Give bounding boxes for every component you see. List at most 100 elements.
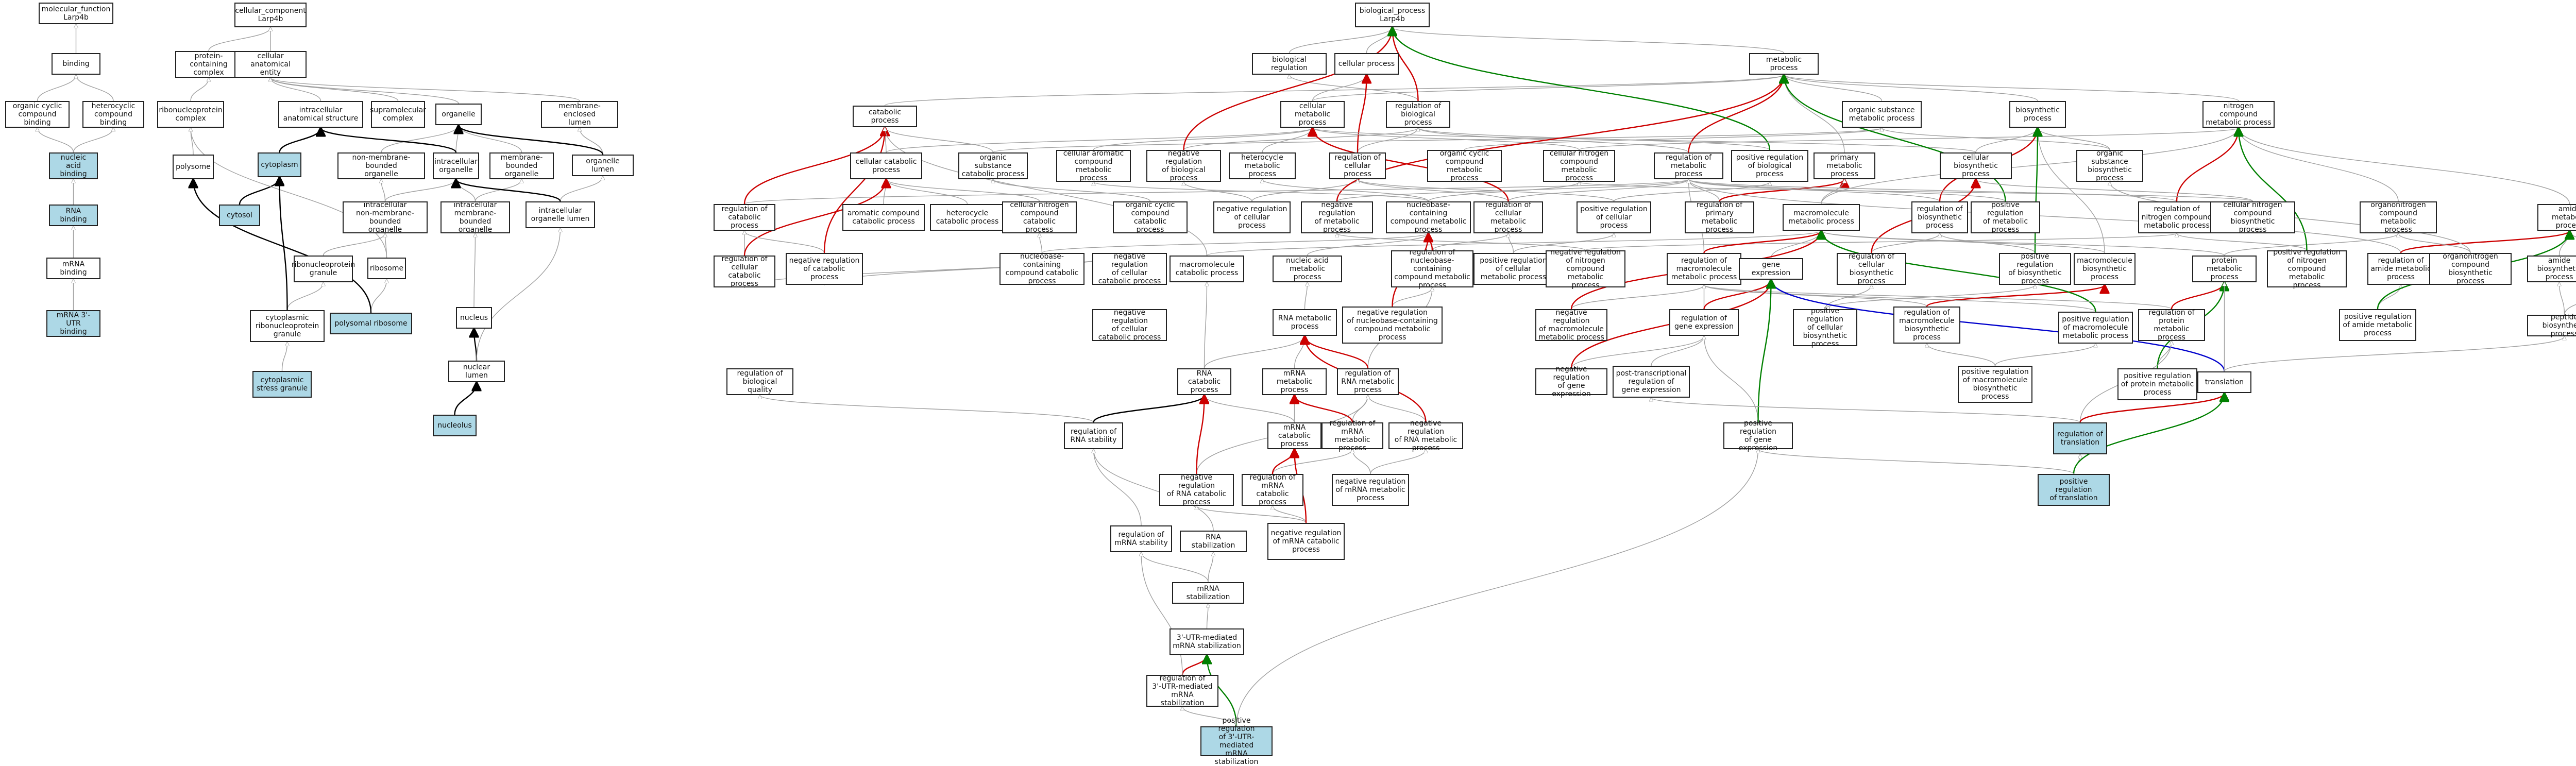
go-term-node[interactable]: nucleobase-containing compound metabolic… <box>1386 201 1471 233</box>
go-term-node[interactable]: nitrogen compound metabolic process <box>2202 101 2275 128</box>
go-term-node[interactable]: cellular nitrogen compound biosynthetic … <box>2210 201 2295 233</box>
go-term-node[interactable]: mRNA binding <box>46 258 100 279</box>
go-term-node[interactable]: RNA metabolic process <box>1273 309 1337 336</box>
go-term-node[interactable]: intracellular non-membrane-bounded organ… <box>343 201 428 233</box>
go-term-node[interactable]: regulation of cellular metabolic process <box>1473 201 1543 233</box>
go-term-node[interactable]: intracellular anatomical structure <box>278 101 363 128</box>
go-term-node[interactable]: ribonucleoprotein granule <box>294 256 353 282</box>
go-term-node[interactable]: organelle lumen <box>572 155 634 176</box>
go-term-node[interactable]: regulation of cellular catabolic process <box>714 256 775 287</box>
go-term-node[interactable]: positive regulation of protein metabolic… <box>2117 368 2197 400</box>
go-term-node[interactable]: positive regulation of macromolecule bio… <box>1958 366 2032 403</box>
go-term-node[interactable]: positive regulation of amide metabolic p… <box>2339 309 2416 341</box>
go-term-node[interactable]: negative regulation of cellular cataboli… <box>1092 253 1167 285</box>
go-term-node[interactable]: regulation of nitrogen compound metaboli… <box>2138 201 2215 233</box>
go-term-node[interactable]: mRNA 3'-UTR binding <box>46 310 100 337</box>
go-term-node[interactable]: mRNA stabilization <box>1172 582 1244 604</box>
go-term-node[interactable]: positive regulation of cellular process <box>1577 201 1651 233</box>
go-term-node[interactable]: RNA stabilization <box>1180 531 1247 552</box>
go-term-node[interactable]: translation <box>2197 371 2251 393</box>
go-term-node[interactable]: polysomal ribosome <box>330 313 412 334</box>
go-term-node[interactable]: RNA binding <box>49 205 98 226</box>
go-term-node[interactable]: nucleolus <box>433 415 477 436</box>
go-term-node[interactable]: nucleobase-containing compound catabolic… <box>999 253 1084 285</box>
go-term-node[interactable]: regulation of cellular biosynthetic proc… <box>1837 253 1906 285</box>
go-term-node[interactable]: metabolic process <box>1749 53 1819 75</box>
go-term-node[interactable]: organonitrogen compound biosynthetic pro… <box>2429 253 2512 285</box>
go-term-node[interactable]: macromolecule catabolic process <box>1170 256 1244 282</box>
go-term-node[interactable]: cellular aromatic compound metabolic pro… <box>1056 150 1131 182</box>
go-term-node[interactable]: regulation of mRNA metabolic process <box>1321 422 1383 449</box>
go-term-node[interactable]: ribonucleoprotein complex <box>157 101 224 128</box>
go-term-node[interactable]: nuclear lumen <box>448 361 505 382</box>
go-term-node[interactable]: cytoplasmic ribonucleoprotein granule <box>250 310 325 342</box>
go-term-node[interactable]: cytoplasm <box>258 152 301 177</box>
go-term-node[interactable]: membrane-bounded organelle <box>489 152 554 179</box>
go-term-node[interactable]: positive regulation of metabolic process <box>1971 201 2040 233</box>
go-term-node[interactable]: 3'-UTR-mediated mRNA stabilization <box>1170 628 1244 655</box>
go-term-node[interactable]: positive regulation of translation <box>2038 474 2110 506</box>
go-term-node[interactable]: negative regulation of macromolecule met… <box>1535 309 1607 341</box>
go-term-node[interactable]: cellular anatomical entity <box>234 51 307 78</box>
go-term-node[interactable]: regulation of biological process <box>1386 101 1450 128</box>
go-term-node[interactable]: cytoplasmic stress granule <box>252 371 312 398</box>
go-term-node[interactable]: positive regulation of macromolecule met… <box>2058 312 2133 344</box>
go-term-node[interactable]: nucleic acid binding <box>49 152 98 179</box>
go-term-node[interactable]: cellular catabolic process <box>850 152 922 179</box>
go-term-node[interactable]: organic cyclic compound binding <box>5 101 70 128</box>
go-term-node[interactable]: organonitrogen compound metabolic proces… <box>2360 201 2437 233</box>
go-term-node[interactable]: amide metabolic process <box>2537 204 2576 231</box>
go-term-node[interactable]: heterocycle metabolic process <box>1229 152 1296 179</box>
go-term-node[interactable]: biosynthetic process <box>2009 101 2066 128</box>
go-term-node[interactable]: negative regulation of mRNA metabolic pr… <box>1332 474 1409 506</box>
go-term-node[interactable]: RNA catabolic process <box>1177 368 1231 395</box>
go-term-node[interactable]: primary metabolic process <box>1814 152 1875 179</box>
go-term-node[interactable]: organic substance metabolic process <box>1842 101 1922 128</box>
go-term-node[interactable]: regulation of macromolecule metabolic pr… <box>1667 253 1741 285</box>
go-term-node[interactable]: nucleic acid metabolic process <box>1273 256 1342 282</box>
go-term-node[interactable]: regulation of nucleobase-containing comp… <box>1391 250 1473 287</box>
go-term-node[interactable]: heterocycle catabolic process <box>930 204 1005 231</box>
go-term-node[interactable]: cellular process <box>1334 53 1399 75</box>
go-term-node[interactable]: negative regulation of cellular cataboli… <box>1092 309 1167 341</box>
go-term-node[interactable]: regulation of biological quality <box>726 368 793 395</box>
go-term-node[interactable]: molecular_function Larp4b <box>39 3 113 24</box>
go-term-node[interactable]: catabolic process <box>853 106 917 127</box>
go-term-node[interactable]: negative regulation of RNA catabolic pro… <box>1159 474 1234 506</box>
go-term-node[interactable]: regulation of cellular process <box>1329 152 1386 179</box>
go-term-node[interactable]: negative regulation of gene expression <box>1535 368 1607 395</box>
go-term-node[interactable]: supramolecular complex <box>371 101 425 128</box>
go-term-node[interactable]: regulation of catabolic process <box>714 204 775 231</box>
go-term-node[interactable]: positive regulation of cellular biosynth… <box>1793 309 1857 346</box>
go-term-node[interactable]: polysome <box>173 155 214 179</box>
go-term-node[interactable]: ribosome <box>367 258 406 279</box>
go-term-node[interactable]: biological regulation <box>1252 53 1327 75</box>
go-term-node[interactable]: negative regulation of mRNA catabolic pr… <box>1267 523 1345 560</box>
go-term-node[interactable]: mRNA metabolic process <box>1262 368 1327 395</box>
go-term-node[interactable]: regulation of primary metabolic process <box>1685 201 1754 233</box>
go-term-node[interactable]: aromatic compound catabolic process <box>842 204 925 231</box>
go-term-node[interactable]: positive regulation of 3'-UTR-mediated m… <box>1200 726 1273 756</box>
go-term-node[interactable]: positive regulation of nitrogen compound… <box>2267 250 2347 287</box>
go-term-node[interactable]: protein-containing complex <box>175 51 242 78</box>
go-term-node[interactable]: protein metabolic process <box>2192 256 2257 282</box>
go-term-node[interactable]: negative regulation of nitrogen compound… <box>1546 250 1625 287</box>
go-term-node[interactable]: organic substance biosynthetic process <box>2076 150 2143 182</box>
go-term-node[interactable]: peptide biosynthetic process <box>2527 315 2576 336</box>
go-term-node[interactable]: negative regulation of metabolic process <box>1301 201 1373 233</box>
go-term-node[interactable]: heterocyclic compound binding <box>82 101 144 128</box>
go-term-node[interactable]: organic substance catabolic process <box>958 152 1028 179</box>
go-term-node[interactable]: negative regulation of catabolic process <box>786 253 863 285</box>
go-term-node[interactable]: regulation of RNA stability <box>1064 422 1123 449</box>
go-term-node[interactable]: cellular biosynthetic process <box>1940 152 2012 179</box>
go-term-node[interactable]: amide biosynthetic process <box>2527 256 2576 282</box>
go-term-node[interactable]: intracellular organelle lumen <box>526 201 595 228</box>
go-term-node[interactable]: regulation of biosynthetic process <box>1911 201 1968 233</box>
go-term-node[interactable]: regulation of translation <box>2053 422 2107 454</box>
go-term-node[interactable]: regulation of macromolecule biosynthetic… <box>1893 307 1960 344</box>
go-term-node[interactable]: positive regulation of biological proces… <box>1731 150 1808 182</box>
go-term-node[interactable]: positive regulation of biosynthetic proc… <box>1999 253 2071 285</box>
go-term-node[interactable]: post-transcriptional regulation of gene … <box>1613 366 1690 398</box>
go-term-node[interactable]: non-membrane-bounded organelle <box>337 152 425 179</box>
go-term-node[interactable]: negative regulation of cellular process <box>1213 201 1291 233</box>
